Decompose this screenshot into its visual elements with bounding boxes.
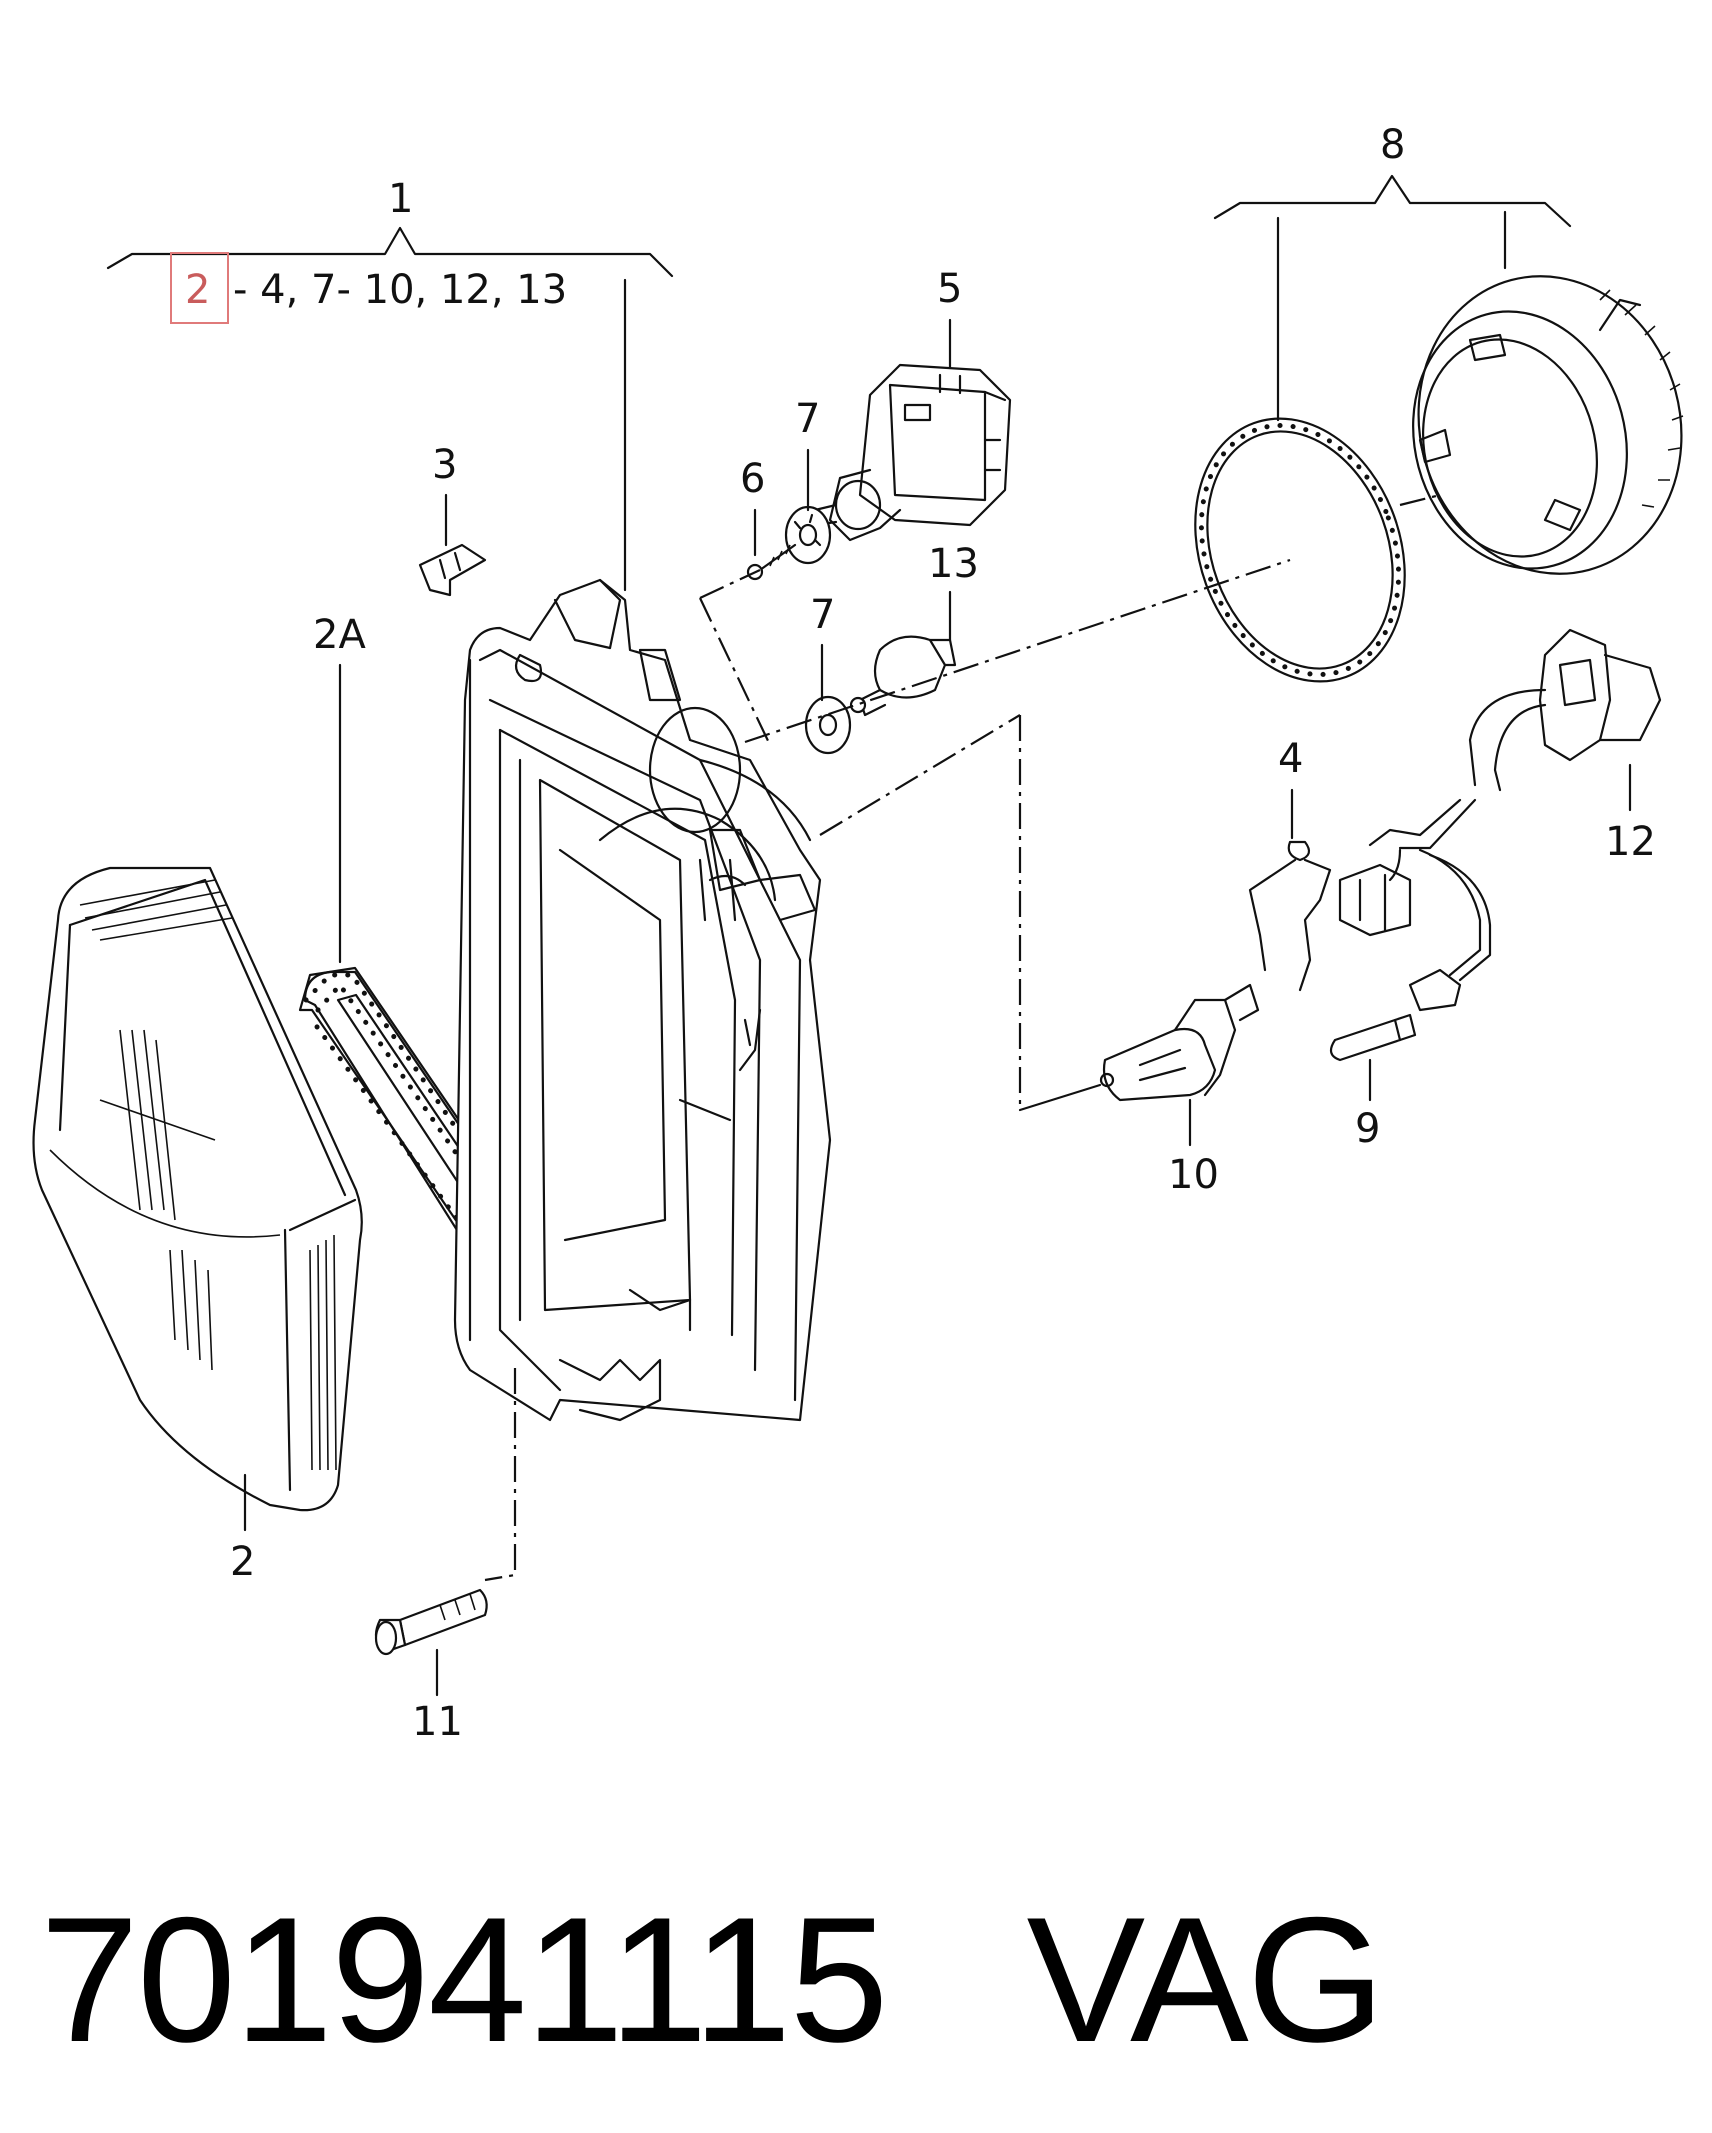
callout-7-upper: 7 bbox=[795, 396, 820, 442]
footer-caption: 701941115 VAG bbox=[40, 1880, 1680, 2080]
callout-8: 8 bbox=[1380, 122, 1405, 168]
bayonet-ring bbox=[1412, 275, 1684, 575]
callout-12: 12 bbox=[1605, 819, 1656, 865]
assembly-range: 2 - 4, 7- 10, 12, 13 bbox=[170, 252, 567, 324]
range-rest: - 4, 7- 10, 12, 13 bbox=[233, 267, 567, 313]
adjuster-motor bbox=[813, 363, 1012, 542]
sealing-ring bbox=[1194, 417, 1406, 683]
main-bulb bbox=[1099, 983, 1260, 1102]
washer-7-lower bbox=[804, 695, 852, 755]
headlamp-lens bbox=[32, 866, 363, 1512]
bolt bbox=[374, 1588, 488, 1656]
adjuster-screw bbox=[746, 543, 797, 581]
wiring-harness bbox=[1338, 628, 1662, 1012]
assembly-centerlines bbox=[484, 493, 1441, 1582]
wire-spring bbox=[1248, 840, 1332, 992]
callout-5: 5 bbox=[937, 266, 962, 312]
brand-name: VAG bbox=[1026, 1880, 1386, 2079]
callout-7-lower: 7 bbox=[810, 592, 835, 638]
callout-6: 6 bbox=[740, 456, 765, 502]
callout-9: 9 bbox=[1355, 1106, 1380, 1152]
bulb-holder bbox=[849, 635, 957, 717]
centerline-10 bbox=[1018, 1083, 1102, 1112]
washer-7-upper bbox=[784, 505, 832, 565]
callout-4: 4 bbox=[1278, 736, 1303, 782]
callout-2: 2 bbox=[230, 1539, 255, 1585]
callout-11: 11 bbox=[412, 1699, 463, 1745]
spring-clip bbox=[418, 543, 487, 597]
exploded-parts-diagram: 1 2 - 4, 7- 10, 12, 13 8 2 2A bbox=[32, 122, 1684, 1745]
callout-13: 13 bbox=[928, 541, 979, 587]
bracket-8 bbox=[1213, 174, 1572, 422]
headlamp-housing bbox=[453, 578, 832, 1422]
bracket-1 bbox=[106, 226, 674, 592]
callout-10: 10 bbox=[1168, 1152, 1219, 1198]
callout-2a: 2A bbox=[313, 612, 366, 658]
callout-1: 1 bbox=[388, 176, 413, 222]
side-bulb bbox=[1329, 1013, 1417, 1062]
range-highlighted-number[interactable]: 2 bbox=[185, 267, 210, 313]
callout-3: 3 bbox=[432, 442, 457, 488]
highlight-box bbox=[170, 252, 229, 324]
part-number: 701941115 bbox=[40, 1880, 889, 2079]
